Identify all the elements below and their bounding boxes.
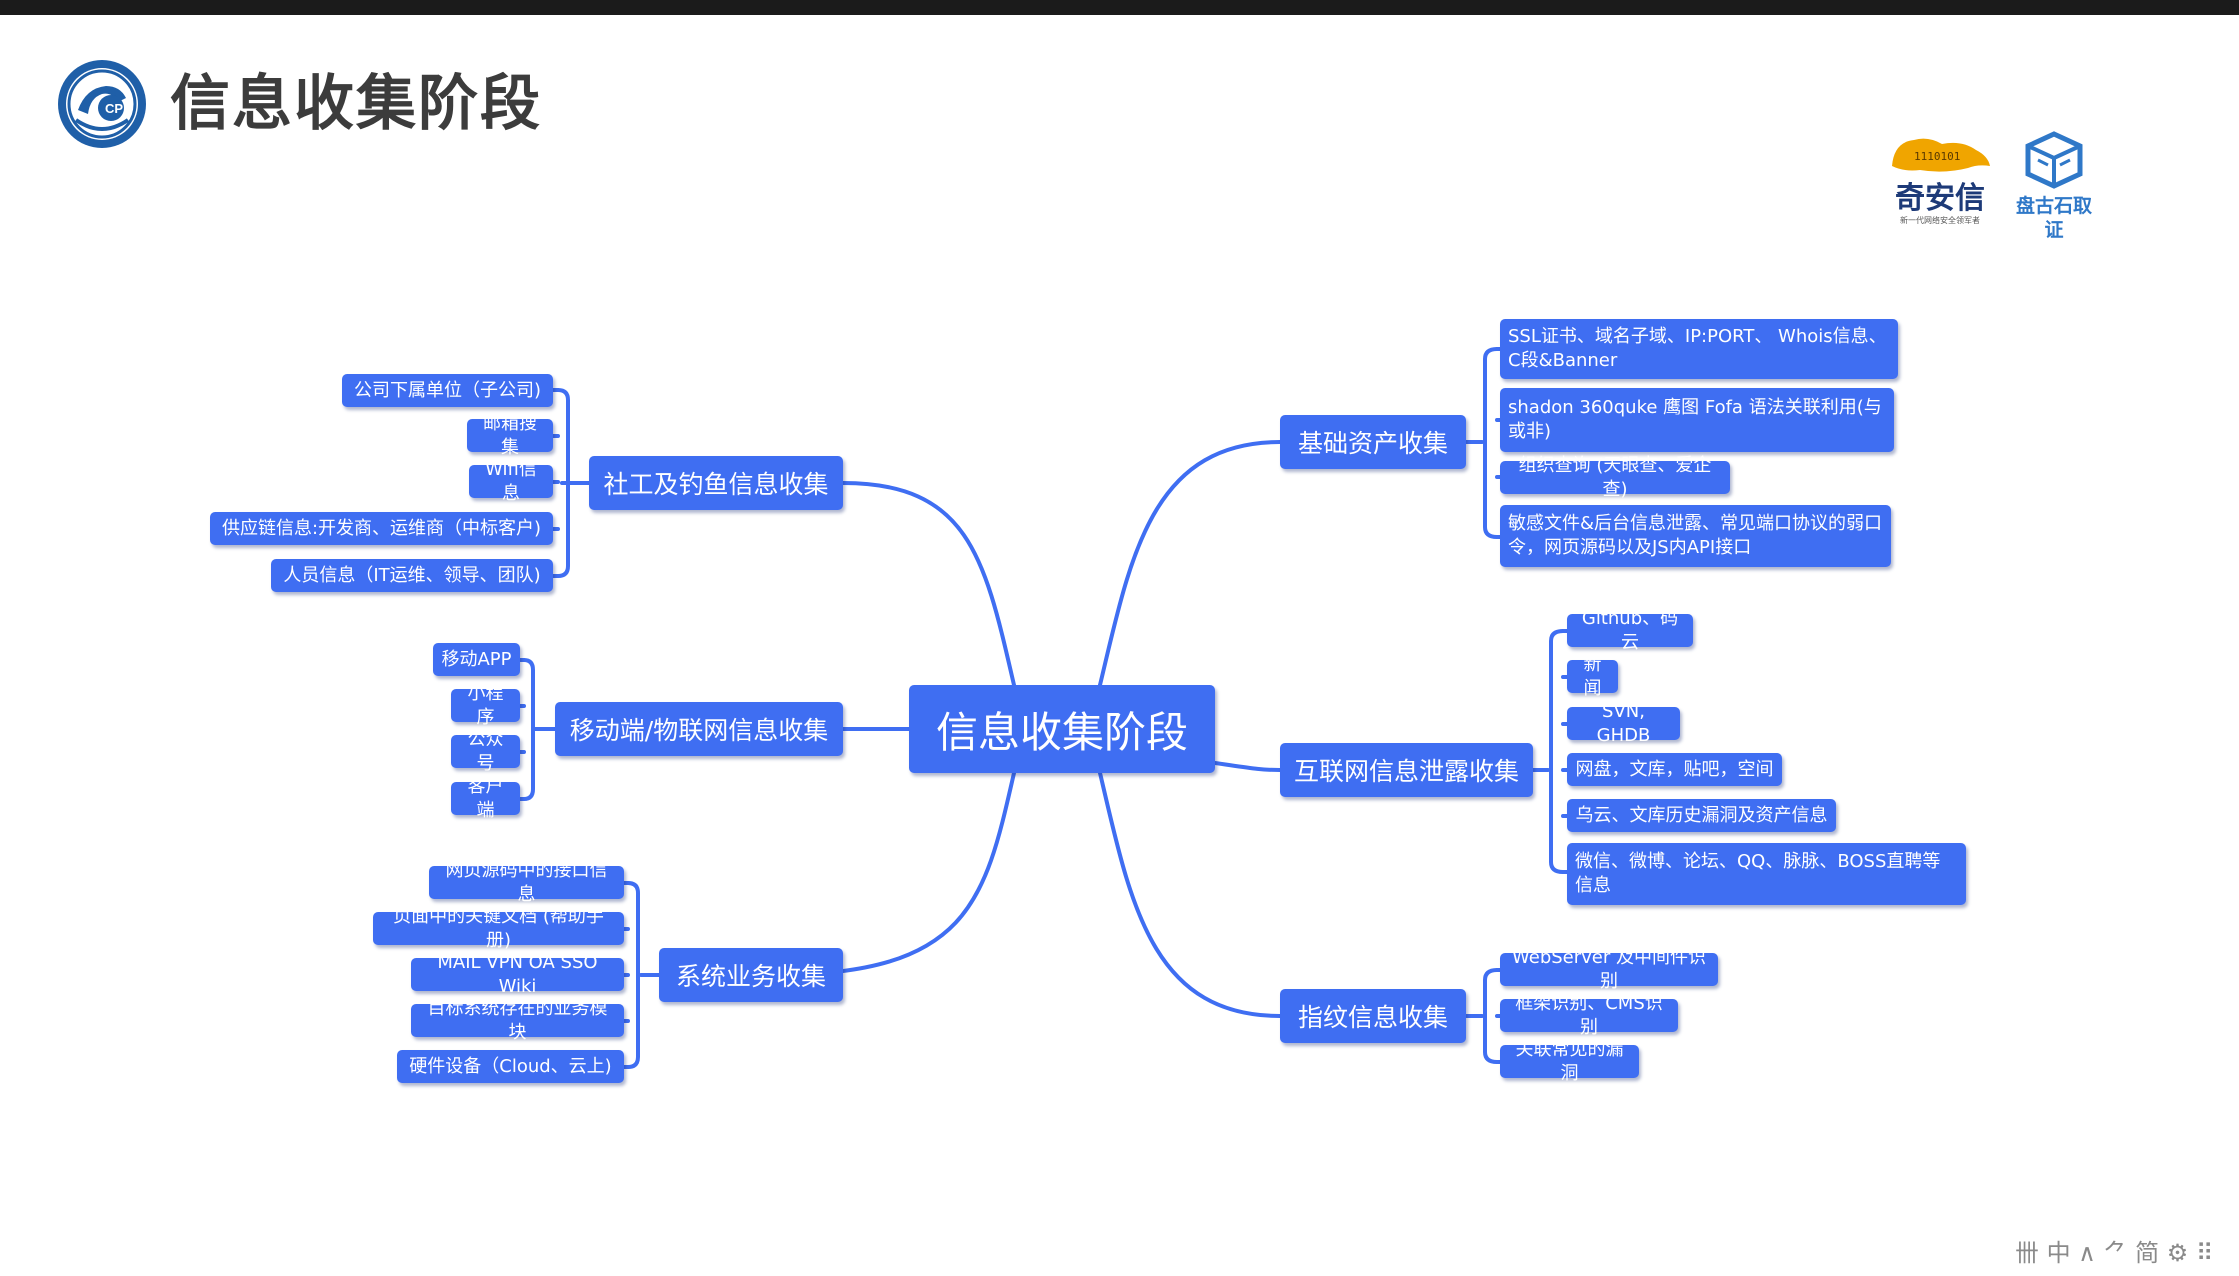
branch-internet-leak: 互联网信息泄露收集 [1280,743,1533,797]
leaf-wifi-info: Wifi信息 [469,459,553,504]
connector-root-system [772,771,1016,977]
branch-system-business: 系统业务收集 [659,948,843,1002]
leaf-ssl-domain: SSL证书、域名子域、IP:PORT、 Whois信息、C段&Banner [1500,319,1898,379]
connector-root-social [841,481,1016,687]
leaf-business-modules: 目标系统存在的业务模块 [411,998,624,1043]
leaf-ssl-domain-text: SSL证书、域名子域、IP:PORT、 Whois信息、C段&Banner [1508,326,1887,371]
leaf-mini-program: 小程序 [451,683,520,728]
pangushi-name: 盘古石取证 [2015,195,2092,241]
qianxin-name: 奇安信 [1895,181,1985,216]
leaf-supply-chain: 供应链信息:开发商、运维商（中标客户) [210,512,553,545]
leaf-sensitive-files: 敏感文件&后台信息泄露、常见端口协议的弱口令，网页源码以及JS内API接口 [1500,505,1891,567]
leaf-search-engines-text: shadon 360quke 鹰图 Fofa 语法关联利用(与或非) [1508,397,1882,442]
pangushi-logo: 盘古石取证 [2008,130,2100,241]
cube-icon [2025,131,2083,189]
branch-fingerprint: 指纹信息收集 [1280,989,1466,1043]
leaf-sensitive-files-text: 敏感文件&后台信息泄露、常见端口协议的弱口令，网页源码以及JS内API接口 [1508,513,1883,558]
branch-social-phishing: 社工及钓鱼信息收集 [589,456,843,510]
leaf-webserver: WebServer 及中间件识别 [1500,947,1718,992]
qianxin-tagline: 新一代网络安全领军者 [1900,216,1980,225]
branch-basic-assets: 基础资产收集 [1280,415,1466,469]
leaf-personnel-info: 人员信息（IT运维、领导、团队) [271,559,553,592]
page-title: 信息收集阶段 [170,69,542,139]
connector-root-basic [1098,440,1282,687]
leaf-key-documents: 页面中的关键文档 (帮助手册) [373,906,624,951]
leaf-svn-ghdb: SVN, GHDB [1567,701,1680,746]
top-bar [0,0,2239,15]
leaf-github: Github、码云 [1567,608,1693,653]
leaf-wooyun: 乌云、文库历史漏洞及资产信息 [1567,799,1836,832]
leaf-email-collection: 邮箱搜集 [467,413,553,458]
connector-root-leak [1213,761,1282,772]
leaf-cloud-disk: 网盘，文库，贴吧，空间 [1567,753,1782,786]
leaf-social-platforms: 微信、微博、论坛、QQ、脉脉、BOSS直聘等信息 [1567,843,1966,905]
leaf-subsidiaries: 公司下属单位（子公司) [342,374,553,407]
connector-root-fingerprint [1098,771,1282,1018]
svg-text:CP: CP [105,101,123,116]
leaf-framework-cms: 框架识别、CMS识别 [1500,993,1678,1038]
branch-mobile-iot: 移动端/物联网信息收集 [555,702,843,756]
leaf-source-api: 网页源码中的接口信息 [429,860,624,905]
cp-emblem-logo: CP [58,60,146,148]
mindmap-root: 信息收集阶段 [909,685,1215,773]
leaf-news: 新闻 [1567,654,1618,699]
leaf-search-engines: shadon 360quke 鹰图 Fofa 语法关联利用(与或非) [1500,388,1894,452]
leaf-official-account: 公众号 [451,729,520,774]
leaf-mail-vpn-oa: MAIL VPN OA SSO Wiki [411,952,624,997]
leaf-social-platforms-text: 微信、微博、论坛、QQ、脉脉、BOSS直聘等信息 [1575,851,1941,896]
svg-text:1110101: 1110101 [1914,150,1960,163]
leaf-hardware: 硬件设备（Cloud、云上) [397,1050,624,1083]
tiger-icon: 1110101 [1892,138,1990,172]
leaf-client: 客户端 [451,776,520,821]
leaf-common-vulns: 关联常见的漏洞 [1500,1039,1639,1084]
leaf-mobile-app: 移动APP [433,643,520,676]
qianxin-logo: 1110101 奇安信 新一代网络安全领军者 [1884,130,1996,226]
watermark-toolbar: 卌 中 ∧ ⺈ 简 ⚙ ⠿ [2015,1239,2214,1267]
leaf-org-query: 组织查询 (天眼查、爱企查) [1500,455,1730,500]
